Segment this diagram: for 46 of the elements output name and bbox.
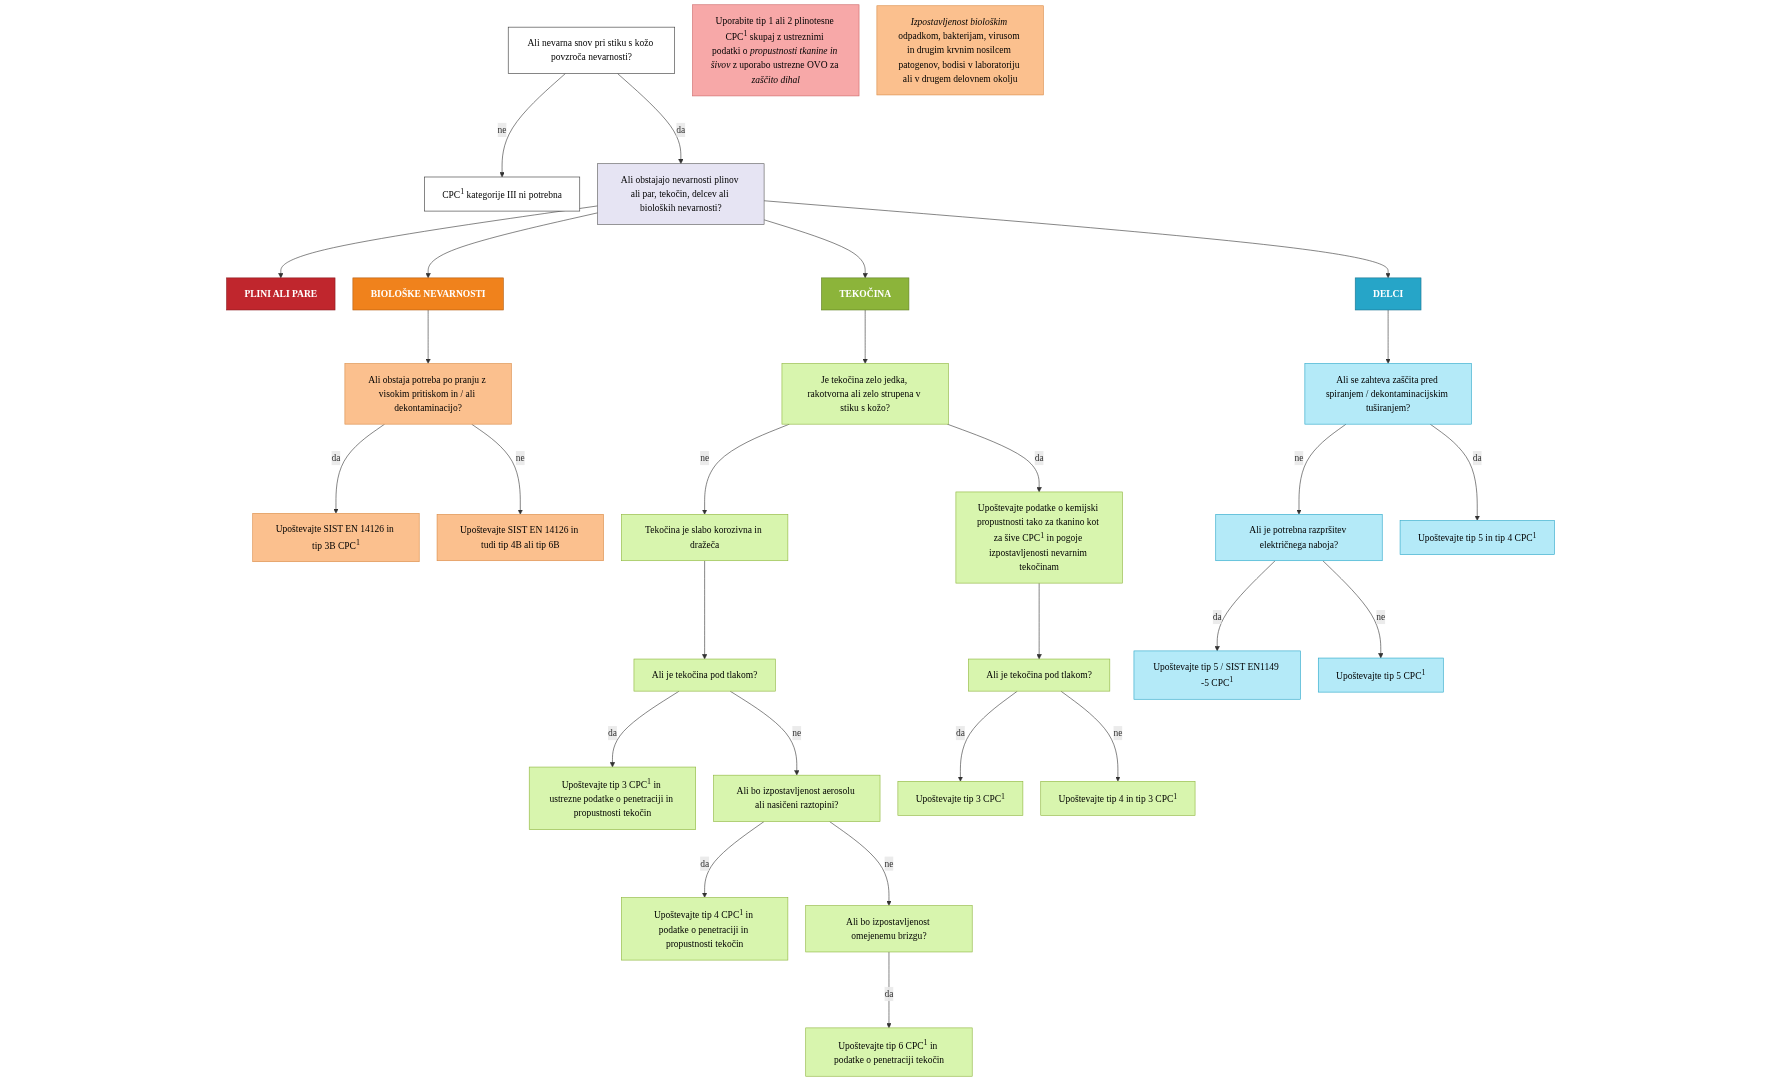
- node-box: DELCI: [1354, 277, 1422, 311]
- node-box: Upoštevajte tip 3 CPC$^{1}$: [897, 781, 1024, 816]
- node-box: Upoštevajte tip 6 CPC$^{1}$ in podatke o penetraciji tekočin: [805, 1027, 973, 1077]
- edge-label: ne: [884, 858, 894, 869]
- node-box: Upoštevajte SIST EN 14126 in tip 3B CPC$^{1}$: [252, 513, 420, 562]
- edge-label: da: [676, 124, 686, 135]
- edge-label: ne: [1294, 452, 1304, 463]
- node-box: Upoštevajte tip 5 / SIST EN1149 -5 CPC$^{1}$: [1133, 650, 1301, 700]
- edge-label: ne: [700, 452, 710, 463]
- node-box: Ali je potrebna razpršitev električnega naboja?: [1215, 514, 1383, 561]
- node-box: Ali obstajajo nevarnosti plinov ali par, tekočin, delcev ali bioloških nevarnosti?: [597, 163, 765, 225]
- node-box: Ali je tekočina pod tlakom?: [633, 658, 776, 692]
- edge-label: ne: [515, 452, 525, 463]
- edge-label: da: [884, 988, 894, 999]
- edge-label: da: [955, 727, 965, 738]
- edge-label: ne: [497, 124, 507, 135]
- edge-label: ne: [1113, 727, 1123, 738]
- node-box: Upoštevajte SIST EN 14126 in tudi tip 4B ali tip 6B: [436, 514, 604, 561]
- edge-label: da: [1472, 452, 1482, 463]
- edge-label: da: [700, 858, 710, 869]
- node-box: TEKOČINA: [821, 277, 910, 311]
- edge-label: ne: [792, 727, 802, 738]
- node-box: Ali se zahteva zaščita pred spiranjem / dekontaminacijskim tuširanjem?: [1304, 363, 1472, 425]
- node-box: Ali je tekočina pod tlakom?: [968, 658, 1111, 692]
- edge-label: da: [607, 727, 617, 738]
- node-box: Ali nevarna snov pri stiku s kožo povzroča nevarnosti?: [507, 26, 675, 74]
- node-box: BIOLOŠKE NEVARNOSTI: [352, 277, 504, 311]
- node-box: Upoštevajte tip 4 CPC$^{1}$ in podatke o penetraciji in propustnosti tekočin: [621, 897, 789, 961]
- node-box: Ali obstaja potreba po pranju z visokim pritiskom in / ali dekontaminacijo?: [344, 363, 512, 425]
- node-box: Upoštevajte tip 5 CPC$^{1}$: [1318, 657, 1444, 693]
- node-box: Upoštevajte tip 3 CPC$^{1}$ in ustrezne podatke o penetraciji in propustnosti tekočin: [528, 766, 696, 830]
- edge-label: da: [331, 452, 341, 463]
- node-box: Izpostavljenost biološkim odpadkom, bakterijam, virusom in drugim krvnim nosilcem patogenov, bodisi v laboratoriju ali v drugem delovnem okolju: [876, 5, 1044, 96]
- edge-label: ne: [1376, 611, 1386, 622]
- node-box: Upoštevajte tip 5 in tip 4 CPC$^{1}$: [1399, 520, 1555, 555]
- edge-label: da: [1212, 611, 1222, 622]
- node-box: Tekočina je slabo korozivna in dražeča: [621, 514, 789, 561]
- node-box: Uporabite tip 1 ali 2 plinotesne CPC$^{1}$ skupaj z ustreznimi podatki o propustnosti tkanine in šivov z uporabo ustrezne OVO za zaščito dihal: [692, 4, 860, 97]
- node-box: Ali bo izpostavljenost aerosolu ali nasičeni raztopini?: [713, 774, 881, 822]
- node-box: Upoštevajte podatke o kemijski propustnosti tako za tkanino kot za šive CPC$^{1}$ in pogoje izpostavljenosti nevarnim tekočinam: [955, 491, 1123, 584]
- node-box: Upoštevajte tip 4 in tip 3 CPC$^{1}$: [1040, 781, 1196, 816]
- node-box: PLINI ALI PARE: [226, 277, 336, 311]
- edge-label: da: [1034, 452, 1044, 463]
- node-box: CPC$^{1}$ kategorije III ni potrebna: [424, 176, 581, 212]
- node-box: Ali bo izpostavljenost omejenemu brizgu?: [805, 905, 973, 953]
- node-box: Je tekočina zelo jedka, rakotvorna ali zelo strupena v stiku s kožo?: [781, 363, 949, 425]
